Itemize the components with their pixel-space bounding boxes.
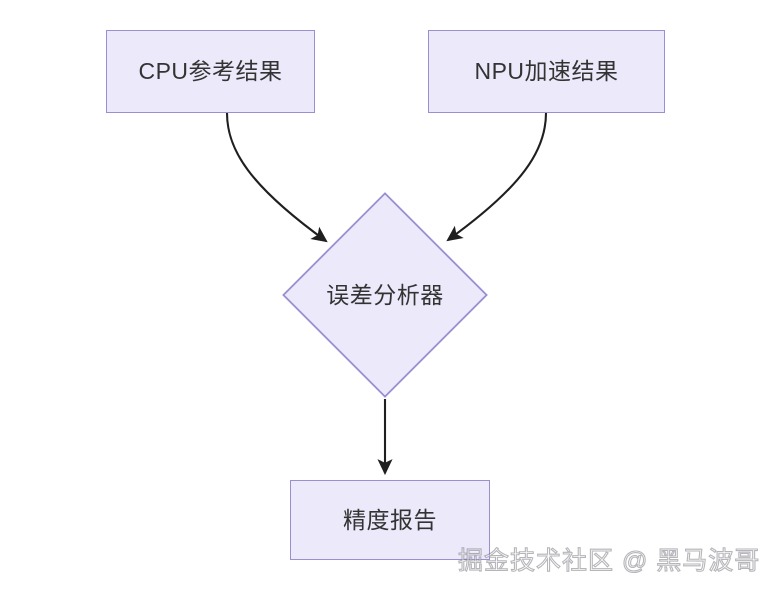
node-label: 误差分析器 bbox=[326, 281, 444, 308]
diamond-shape bbox=[282, 192, 488, 398]
node-accuracy-report[interactable]: 精度报告 bbox=[290, 480, 490, 560]
node-label: 精度报告 bbox=[343, 506, 437, 533]
node-npu-accelerated-result[interactable]: NPU加速结果 bbox=[428, 30, 665, 113]
node-label: CPU参考结果 bbox=[138, 58, 283, 84]
node-error-analyzer[interactable]: 误差分析器 bbox=[282, 192, 488, 398]
node-label: NPU加速结果 bbox=[474, 58, 619, 84]
node-cpu-reference-result[interactable]: CPU参考结果 bbox=[106, 30, 315, 113]
watermark-text: 掘金技术社区 @ 黑马波哥 bbox=[457, 546, 761, 575]
